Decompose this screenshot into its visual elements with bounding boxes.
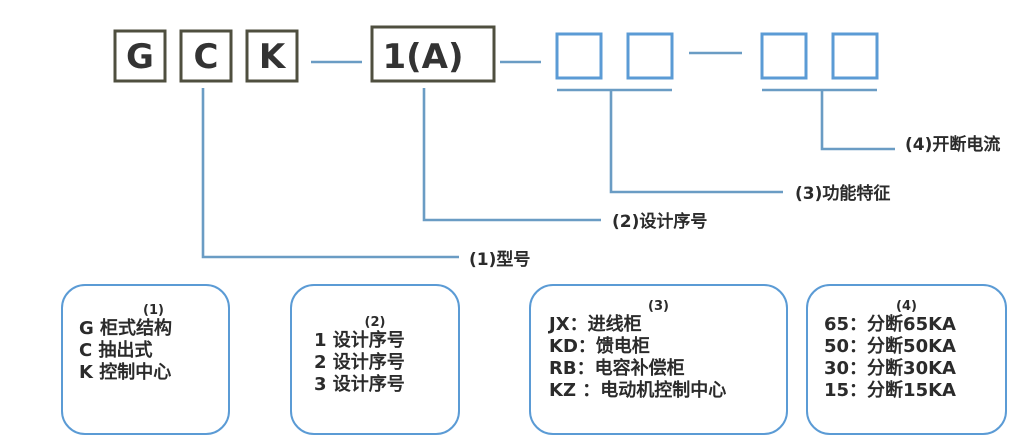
code-box-design bbox=[370, 25, 496, 83]
code-letter-g: G bbox=[126, 37, 154, 77]
label-model: (1)型号 bbox=[469, 249, 530, 270]
info-line: C 抽出式 bbox=[79, 340, 153, 361]
info-box-heading: (4) bbox=[896, 299, 917, 314]
label-function: (3)功能特征 bbox=[795, 183, 890, 204]
info-box-model: (1) G 柜式结构 C 抽出式 K 控制中心 bbox=[61, 284, 230, 435]
leader-line-function bbox=[609, 90, 783, 194]
info-line: RB：电容补偿柜 bbox=[549, 358, 685, 379]
info-box-heading: (2) bbox=[364, 315, 386, 330]
info-box-heading: (1) bbox=[143, 303, 164, 318]
info-line: 30：分断30KA bbox=[824, 358, 956, 379]
info-box-breaking: (4) 65：分断65KA 50：分断50KA 30：分断30KA 15：分断1… bbox=[806, 284, 1007, 435]
breaking-slot-2 bbox=[831, 32, 879, 80]
info-line: G 柜式结构 bbox=[79, 318, 173, 339]
info-box-function: (3) JX：进线柜 KD：馈电柜 RB：电容补偿柜 KZ ：电动机控制中心 bbox=[529, 284, 788, 435]
info-line: KD：馈电柜 bbox=[549, 336, 650, 357]
info-line: JX：进线柜 bbox=[549, 314, 642, 335]
info-line: K 控制中心 bbox=[79, 362, 172, 383]
code-box-c bbox=[179, 29, 233, 83]
leader-line-model bbox=[201, 88, 459, 259]
code-letter-c: C bbox=[194, 37, 219, 77]
code-box-g bbox=[113, 29, 167, 83]
label-breaking-current: (4)开断电流 bbox=[905, 134, 1000, 155]
label-design-seq: (2)设计序号 bbox=[612, 211, 707, 232]
function-slot-2 bbox=[626, 32, 674, 80]
code-letter-k: K bbox=[259, 37, 287, 77]
info-box-design: (2) 1 设计序号 2 设计序号 3 设计序号 bbox=[290, 284, 460, 435]
info-line: 3 设计序号 bbox=[314, 374, 405, 395]
info-box-heading: (3) bbox=[648, 299, 669, 314]
info-line: KZ ：电动机控制中心 bbox=[549, 380, 727, 401]
function-slot-1 bbox=[555, 32, 603, 80]
info-line: 1 设计序号 bbox=[314, 330, 405, 351]
breaking-slot-1 bbox=[760, 32, 808, 80]
leader-line-breaking bbox=[820, 90, 895, 151]
info-line: 2 设计序号 bbox=[314, 352, 405, 373]
info-line: 15：分断15KA bbox=[824, 380, 956, 401]
info-line: 50：分断50KA bbox=[824, 336, 956, 357]
info-line: 65：分断65KA bbox=[824, 314, 956, 335]
code-box-k bbox=[245, 29, 299, 83]
leader-line-design bbox=[422, 88, 601, 222]
code-design-text: 1(A) bbox=[382, 37, 463, 77]
